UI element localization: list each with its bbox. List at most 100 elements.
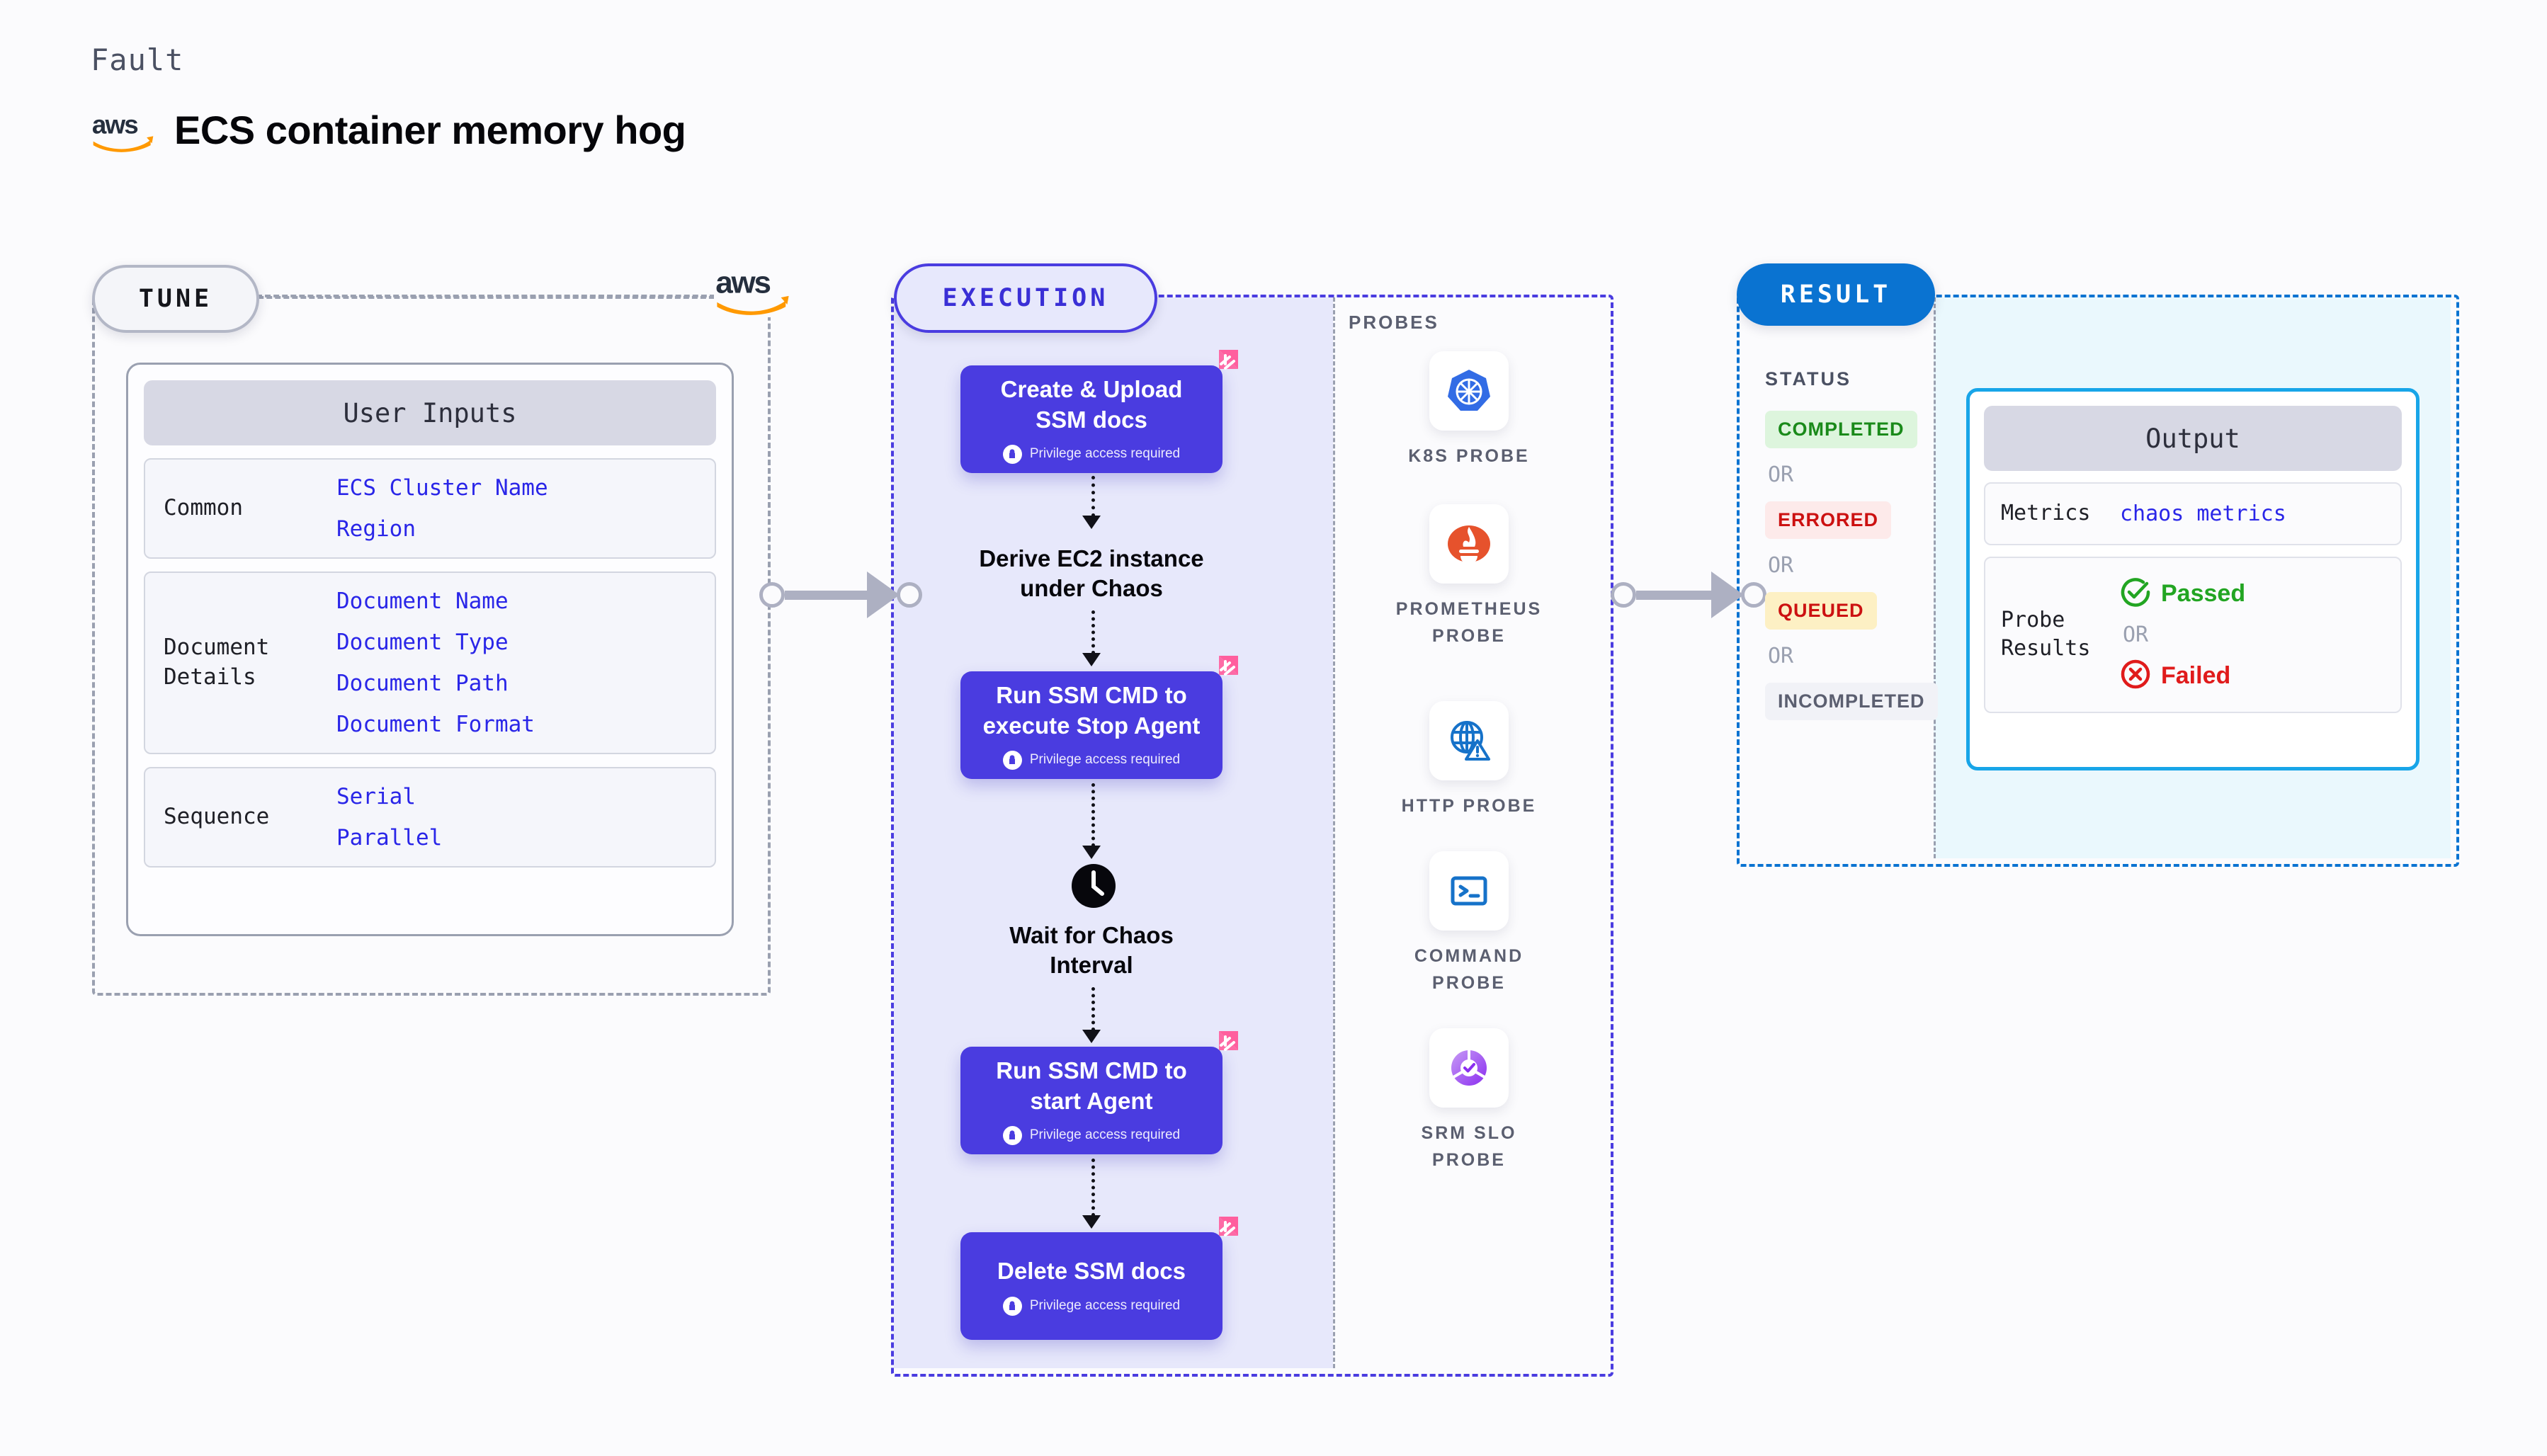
fault-kicker: Fault bbox=[91, 42, 184, 77]
privilege-notice: Privilege access required bbox=[1002, 444, 1181, 464]
param-group-label: Document Details bbox=[145, 633, 336, 693]
param-group-common: Common ECS Cluster Name Region bbox=[144, 458, 716, 559]
execution-node-delete-ssm-docs[interactable]: Delete SSM docs Privilege access require… bbox=[960, 1217, 1238, 1340]
probes-section-label: PROBES bbox=[1349, 312, 1439, 333]
harness-corner-badge-icon bbox=[1197, 1214, 1241, 1258]
terminal-icon bbox=[1429, 851, 1509, 931]
connector-line bbox=[1636, 590, 1714, 600]
connector-end-dot bbox=[1741, 582, 1766, 608]
tune-region bbox=[92, 296, 771, 996]
x-circle-icon bbox=[2120, 659, 2151, 693]
probe-label: K8S PROBE bbox=[1408, 446, 1530, 466]
http-globe-icon bbox=[1429, 701, 1509, 780]
connector-execution-to-result bbox=[1611, 571, 1766, 618]
param-group-label: Common bbox=[164, 495, 243, 521]
param-value[interactable]: Serial bbox=[336, 784, 416, 809]
stage-pill-execution[interactable]: EXECUTION bbox=[894, 263, 1157, 333]
connector-end-dot bbox=[897, 582, 922, 608]
output-card: Output Metrics chaos metrics Probe Resul… bbox=[1966, 388, 2420, 770]
status-badge-errored: ERRORED bbox=[1765, 501, 1892, 539]
connector-line bbox=[785, 590, 870, 600]
flow-line bbox=[1091, 476, 1095, 517]
execution-node-title: Run SSM CMD to execute Stop Agent bbox=[982, 682, 1201, 739]
stage-pill-result[interactable]: RESULT bbox=[1737, 263, 1935, 326]
probe-label: HTTP PROBE bbox=[1401, 796, 1537, 816]
probe-k8s[interactable]: K8S PROBE bbox=[1377, 351, 1561, 470]
stage-pill-tune[interactable]: TUNE bbox=[92, 265, 259, 333]
privilege-text: Privilege access required bbox=[1029, 752, 1181, 768]
param-group-label: Sequence bbox=[164, 804, 270, 830]
probe-label: SRM SLO PROBE bbox=[1421, 1123, 1517, 1170]
flow-line bbox=[1091, 987, 1095, 1031]
probe-http[interactable]: HTTP PROBE bbox=[1377, 701, 1561, 820]
param-group-values: Serial Parallel bbox=[336, 784, 442, 851]
probes-region-fill bbox=[1333, 297, 1607, 1368]
probe-result-passed: Passed bbox=[2120, 576, 2245, 611]
privilege-text: Privilege access required bbox=[1029, 1127, 1181, 1143]
privilege-text: Privilege access required bbox=[1029, 446, 1181, 462]
param-group-values: Document Name Document Type Document Pat… bbox=[336, 588, 535, 737]
page-title: ECS container memory hog bbox=[174, 108, 686, 152]
tune-leader-line bbox=[256, 295, 724, 297]
param-value[interactable]: ECS Cluster Name bbox=[336, 475, 548, 501]
execution-node-wait-for-chaos-interval: Wait for Chaos Interval bbox=[1009, 922, 1174, 979]
lock-icon bbox=[1002, 1296, 1022, 1316]
flow-line bbox=[1091, 610, 1095, 654]
aws-logo-tune: aws bbox=[714, 261, 792, 317]
probe-prometheus[interactable]: PROMETHEUS PROBE bbox=[1377, 504, 1561, 649]
execution-node-run-ssm-cmd-stop-agent[interactable]: Run SSM CMD to execute Stop Agent Privil… bbox=[960, 656, 1238, 779]
status-badge-queued: QUEUED bbox=[1765, 592, 1877, 630]
param-group-document-details: Document Details Document Name Document … bbox=[144, 571, 716, 754]
connector-start-dot bbox=[759, 582, 785, 608]
execution-region bbox=[891, 295, 1613, 1377]
param-group-sequence: Sequence Serial Parallel bbox=[144, 767, 716, 868]
param-value[interactable]: Document Format bbox=[336, 712, 535, 737]
param-value[interactable]: Document Type bbox=[336, 630, 509, 655]
execution-node-create-upload-ssm-docs[interactable]: Create & Upload SSM docs Privilege acces… bbox=[960, 350, 1238, 473]
svg-text:aws: aws bbox=[715, 266, 770, 300]
flow-arrowhead bbox=[1082, 516, 1101, 529]
lock-icon bbox=[1002, 750, 1022, 770]
param-group-label-line1: Document bbox=[164, 635, 270, 661]
flow-line bbox=[1091, 783, 1095, 847]
probe-srm-slo[interactable]: SRM SLO PROBE bbox=[1377, 1028, 1561, 1173]
lock-icon bbox=[1002, 444, 1022, 464]
connector-start-dot bbox=[1611, 582, 1636, 608]
param-value[interactable]: Region bbox=[336, 516, 416, 542]
execution-node-title: Delete SSM docs bbox=[997, 1258, 1186, 1285]
execution-node-run-ssm-cmd-start-agent[interactable]: Run SSM CMD to start Agent Privilege acc… bbox=[960, 1031, 1238, 1154]
status-section-label: STATUS bbox=[1765, 368, 1851, 389]
connector-arrowhead bbox=[867, 571, 900, 618]
prometheus-icon bbox=[1429, 504, 1509, 584]
execution-region-fill bbox=[894, 297, 1333, 1368]
output-metrics-value[interactable]: chaos metrics bbox=[2120, 501, 2286, 526]
or-separator: OR bbox=[1768, 462, 1794, 487]
status-list: COMPLETED OR ERRORED OR QUEUED OR INCOMP… bbox=[1765, 411, 1938, 720]
param-value[interactable]: Document Path bbox=[336, 671, 509, 696]
result-region-divider bbox=[1934, 297, 1936, 858]
user-inputs-card-title: User Inputs bbox=[144, 380, 716, 445]
param-value[interactable]: Parallel bbox=[336, 825, 443, 851]
output-card-title: Output bbox=[1984, 406, 2402, 471]
probe-label: COMMAND PROBE bbox=[1414, 946, 1524, 993]
page-header: Fault aws ECS container memory hog bbox=[91, 42, 686, 153]
param-value[interactable]: Document Name bbox=[336, 588, 509, 614]
execution-node-title: Create & Upload SSM docs bbox=[1000, 376, 1183, 433]
flow-arrowhead bbox=[1082, 1030, 1101, 1043]
flow-line bbox=[1091, 1159, 1095, 1217]
execution-node-title: Run SSM CMD to start Agent bbox=[996, 1057, 1187, 1114]
probe-command[interactable]: COMMAND PROBE bbox=[1377, 851, 1561, 996]
harness-corner-badge-icon bbox=[1197, 1028, 1241, 1072]
status-badge-incompleted: INCOMPLETED bbox=[1765, 683, 1938, 720]
harness-corner-badge-icon bbox=[1197, 347, 1241, 391]
probe-result-failed: Failed bbox=[2120, 659, 2245, 693]
harness-corner-badge-icon bbox=[1197, 653, 1241, 697]
check-circle-icon bbox=[2120, 576, 2151, 611]
output-row-label: Probe Results bbox=[2001, 607, 2091, 661]
user-inputs-card: User Inputs Common ECS Cluster Name Regi… bbox=[126, 363, 734, 936]
probe-label: PROMETHEUS PROBE bbox=[1395, 599, 1543, 646]
flow-arrowhead bbox=[1082, 846, 1101, 859]
srm-slo-icon bbox=[1429, 1028, 1509, 1108]
status-badge-completed: COMPLETED bbox=[1765, 411, 1917, 448]
svg-text:aws: aws bbox=[92, 110, 137, 139]
